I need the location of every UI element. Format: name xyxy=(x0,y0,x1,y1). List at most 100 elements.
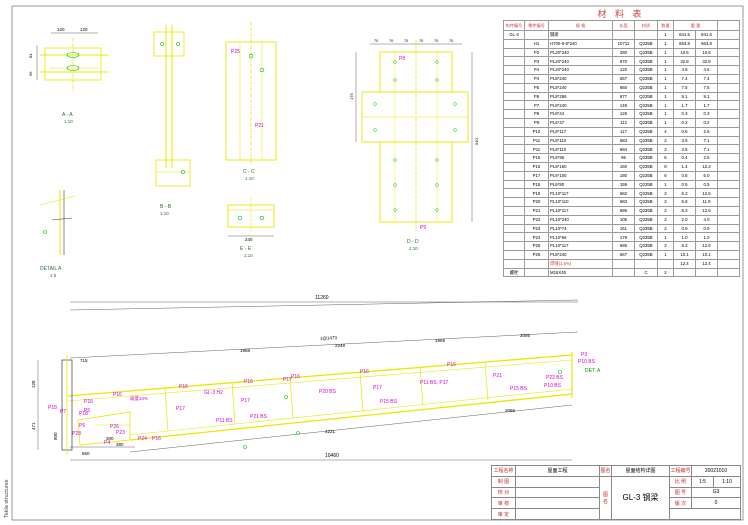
table-cell: 10.6 xyxy=(694,47,719,58)
main-elevation: 11260 1@1473 715 1968 2248 1969 2095 xyxy=(31,295,601,461)
table-cell: 3.5 xyxy=(673,135,696,146)
ee-scale: 1:10 xyxy=(244,253,253,258)
table-cell: 0.9 xyxy=(673,223,696,234)
table-cell: 663.8 xyxy=(694,38,719,49)
aa-dim-side-2: 96 xyxy=(28,71,33,76)
table-cell: 0.3 xyxy=(694,109,719,119)
table-cell: H1 xyxy=(524,38,549,49)
table-cell: H700-8-8*240 xyxy=(548,38,613,49)
table-cell: PL8*160 xyxy=(548,161,613,172)
tb-version-value: 0 xyxy=(691,497,741,510)
member-id: GL-3 xyxy=(503,30,525,40)
overall-bottom-dim: 10460 xyxy=(325,453,339,459)
table-cell: P26 xyxy=(524,249,549,260)
table-cell: P19 xyxy=(524,188,549,199)
table-cell: PL8*44 xyxy=(548,109,613,119)
weld-label: 焊缝(1.5%) xyxy=(548,258,613,269)
section-cc: P25 P21 C - C 1:10 xyxy=(225,22,277,181)
ee-label: E - E xyxy=(240,246,252,252)
sidebar-vertical-label: Tekla structures xyxy=(0,440,12,520)
table-cell: 663.8 xyxy=(673,38,696,49)
table-cell: 684 xyxy=(612,144,635,155)
table-cell: 1 xyxy=(657,117,674,128)
dim-top-5: 2095 xyxy=(520,333,531,338)
table-cell: PL8*110 xyxy=(548,144,613,155)
table-cell: PL8*117 xyxy=(548,126,613,137)
member-name: 钢梁 xyxy=(548,30,613,40)
table-cell: 2 xyxy=(657,241,674,251)
table-cell: 1 xyxy=(657,91,674,102)
table-cell: 1 xyxy=(657,56,674,67)
part-label: P11 BS xyxy=(216,418,233,424)
table-cell: PL6*47 xyxy=(548,117,613,128)
part-label: P10 BS xyxy=(544,383,562,389)
table-cell: 2.6 xyxy=(694,126,719,137)
table-cell: 159 xyxy=(612,179,635,190)
table-cell: Q235B xyxy=(634,170,658,181)
dim-lower-1: 660 xyxy=(82,451,90,456)
table-cell: P15 xyxy=(524,153,549,163)
table-cell: 4.5 xyxy=(694,65,719,75)
detail-a-label: DETAIL A xyxy=(40,266,62,272)
table-cell: Q235B xyxy=(634,249,658,260)
overall-top-dim: 11260 xyxy=(315,295,329,301)
table-cell: P10 xyxy=(524,126,549,137)
table-cell: 0.8 xyxy=(673,170,696,181)
part-label: P24 xyxy=(138,436,147,442)
table-cell: 10.1 xyxy=(673,249,696,260)
dim-left-3: 800 xyxy=(53,432,58,440)
dim-bot-1: 4221 xyxy=(325,429,336,434)
table-cell: Q235B xyxy=(634,65,658,75)
part-label: P16 xyxy=(179,384,188,390)
materials-title: 材 料 表 xyxy=(597,9,645,19)
bb-scale: 1:10 xyxy=(160,211,169,216)
table-cell: 4.5 xyxy=(673,65,696,75)
table-cell: 0.2 xyxy=(673,117,696,128)
table-cell: P2 xyxy=(524,47,549,58)
table-cell: 8 xyxy=(657,161,674,172)
tb-project-value: 屋面工程 xyxy=(515,465,600,477)
table-cell: P16 xyxy=(524,161,549,172)
detail-a-scale: 1:5 xyxy=(50,273,57,278)
table-cell: P24 xyxy=(524,232,549,243)
bolt-name: 螺栓 xyxy=(503,267,525,278)
cc-part-top: P25 xyxy=(231,49,240,55)
table-cell: PL10*117 xyxy=(548,188,613,199)
table-cell: 0.3 xyxy=(673,109,696,119)
part-label: P7 xyxy=(60,409,66,415)
table-cell: 683 xyxy=(612,197,635,207)
dd-dim-5: 70 xyxy=(434,39,438,43)
table-cell: 1 xyxy=(657,82,674,93)
table-cell: 1 xyxy=(657,109,674,119)
table-cell: 2.0 xyxy=(673,214,696,225)
tekla-label: Tekla structures xyxy=(4,479,10,518)
table-cell: 6 xyxy=(657,153,674,163)
table-cell: 6.3 xyxy=(673,241,696,251)
table-cell: 0.5 xyxy=(694,179,719,190)
table-cell: Q235B xyxy=(634,82,658,93)
dim-lower-3: 380 xyxy=(116,442,124,447)
part-label: P16 xyxy=(113,392,122,398)
table-cell: Q235B xyxy=(634,38,658,49)
table-cell: P23 xyxy=(524,223,549,234)
hdr-material: 材质 xyxy=(634,20,658,31)
table-cell: 1 xyxy=(657,47,674,58)
tb-row-label-3: 审 核 xyxy=(491,497,516,510)
bolt-spec: M16X45 xyxy=(548,267,613,278)
tb-scale-value: 1:5 xyxy=(691,475,714,488)
table-cell: 1.0 xyxy=(694,232,719,243)
ee-dim: 240 xyxy=(245,237,253,242)
part-label: P6 xyxy=(79,423,85,429)
hdr-length: 长度 xyxy=(612,20,635,31)
